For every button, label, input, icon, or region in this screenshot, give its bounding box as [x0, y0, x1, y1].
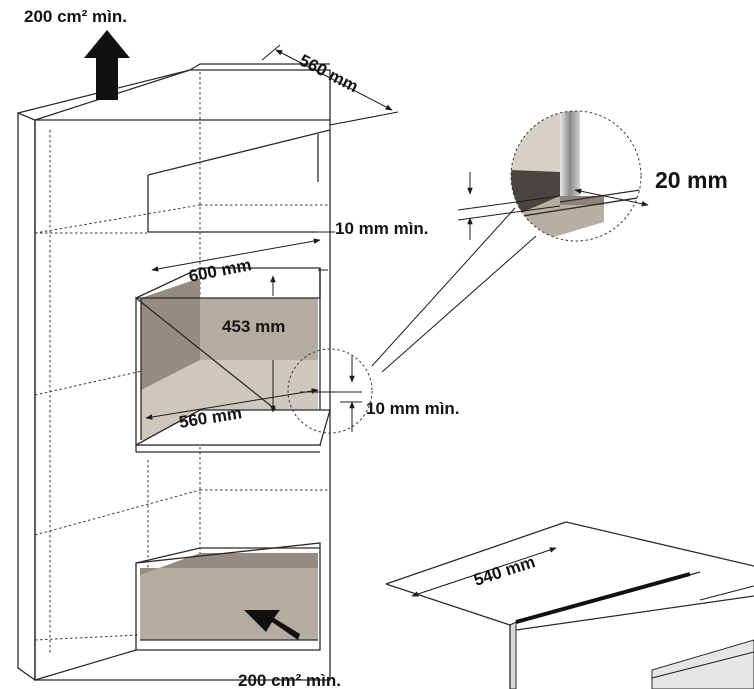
- depth-drawer-label: 540 mm: [471, 552, 537, 590]
- depth-opening-dimension: [145, 388, 319, 420]
- height-opening-label: 453 mm: [222, 317, 285, 336]
- width-opening-label: 600 mm: [187, 255, 253, 286]
- vent-bottom-label: 200 cm² mìn.: [238, 671, 341, 689]
- gap-upper-dimension: [318, 231, 335, 271]
- gap-upper-label: 10 mm mìn.: [335, 219, 429, 238]
- gap-lower-label: 10 mm mìn.: [366, 399, 460, 418]
- depth-top-dimension: [261, 44, 399, 126]
- thickness-detail-label: 20 mm: [655, 167, 728, 193]
- worktop-drawer: [385, 521, 754, 689]
- depth-top-label: 560 mm: [296, 51, 361, 97]
- width-opening-dimension: [151, 238, 321, 272]
- vent-top-label: 200 cm² mìn.: [24, 7, 127, 26]
- detail-magnifier: [457, 110, 649, 242]
- zoom-leader: [371, 207, 537, 373]
- cabinet: [17, 63, 331, 682]
- gap-lower-callout: [287, 348, 373, 434]
- vent-arrow-bottom: [244, 610, 300, 640]
- vent-arrow-top: [84, 30, 130, 100]
